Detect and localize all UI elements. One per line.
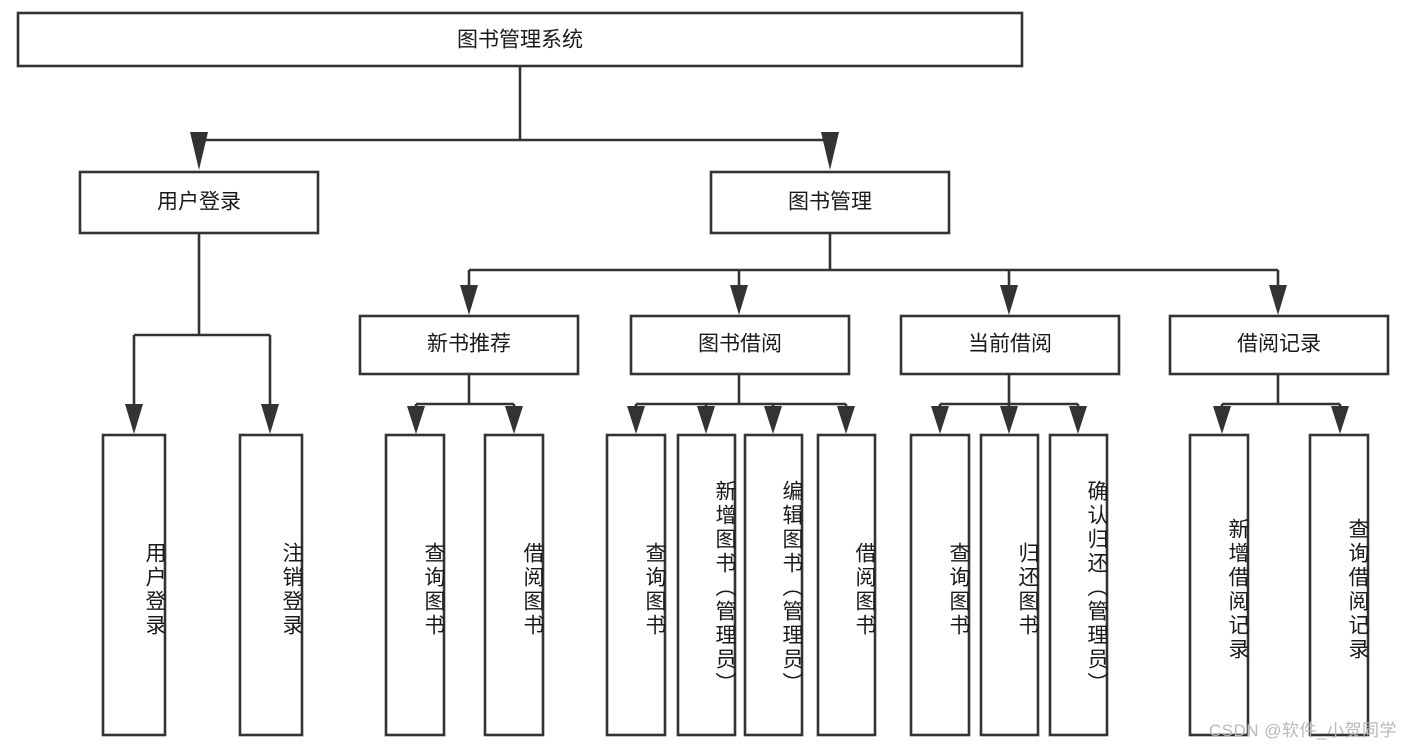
arrow-head-borrow-record bbox=[1269, 285, 1287, 315]
arrow-head-leaf-return-book bbox=[1000, 406, 1018, 434]
arrow-head-new-book-recommend bbox=[460, 285, 478, 315]
arrow-head-leaf-query-record bbox=[1331, 406, 1349, 434]
connector-group-user-login bbox=[125, 233, 279, 434]
connector-group-root bbox=[190, 66, 839, 170]
arrow-head-leaf-query-book-3 bbox=[931, 406, 949, 434]
node-label-root: 图书管理系统 bbox=[457, 29, 583, 52]
node-box-leaf-return-book[interactable] bbox=[979, 433, 1040, 737]
arrow-head-user-login bbox=[190, 132, 208, 170]
node-label-book-borrow: 图书借阅 bbox=[698, 333, 782, 356]
node-label-current-borrow: 当前借阅 bbox=[968, 333, 1052, 356]
watermark-text: CSDN @软件_小贺同学 bbox=[1208, 721, 1397, 740]
node-box-leaf-confirm-return[interactable] bbox=[1048, 433, 1109, 737]
arrow-head-book-borrow bbox=[730, 285, 748, 315]
node-box-leaf-edit-book[interactable] bbox=[743, 433, 804, 737]
node-label-new-book-recommend: 新书推荐 bbox=[427, 333, 511, 356]
connector-group-new-book-recommend bbox=[407, 374, 523, 434]
node-box-new-book-recommend[interactable] bbox=[358, 314, 580, 376]
arrow-head-leaf-add-record bbox=[1213, 406, 1231, 434]
arrow-head-leaf-edit-book bbox=[764, 406, 782, 434]
node-box-leaf-query-book-3[interactable] bbox=[909, 433, 971, 737]
node-box-leaf-add-record[interactable] bbox=[1188, 433, 1250, 737]
node-box-user-login[interactable] bbox=[78, 170, 320, 235]
arrow-head-leaf-query-book-2 bbox=[627, 406, 645, 434]
node-label-borrow-record: 借阅记录 bbox=[1237, 333, 1321, 356]
node-box-current-borrow[interactable] bbox=[899, 314, 1121, 376]
node-label-book-manage: 图书管理 bbox=[788, 191, 872, 214]
node-box-leaf-user-logout[interactable] bbox=[238, 433, 304, 737]
node-box-root[interactable] bbox=[16, 11, 1024, 68]
connector-group-book-manage bbox=[460, 233, 1287, 315]
arrow-head-leaf-borrow-book-1 bbox=[505, 406, 523, 434]
node-box-leaf-borrow-book-1[interactable] bbox=[483, 433, 545, 737]
connector-group-book-borrow bbox=[627, 374, 855, 434]
arrow-head-leaf-borrow-book-2 bbox=[837, 406, 855, 434]
connector-group-borrow-record bbox=[1213, 374, 1349, 434]
arrow-head-leaf-user-logout bbox=[261, 404, 279, 434]
node-box-book-borrow[interactable] bbox=[629, 314, 851, 376]
node-box-leaf-query-record[interactable] bbox=[1308, 433, 1370, 737]
connector-group-current-borrow bbox=[931, 374, 1087, 434]
node-box-book-manage[interactable] bbox=[709, 170, 951, 235]
node-box-leaf-query-book-1[interactable] bbox=[384, 433, 446, 737]
arrow-head-leaf-user-login bbox=[125, 404, 143, 434]
arrow-head-leaf-add-book bbox=[697, 406, 715, 434]
arrow-head-leaf-query-book-1 bbox=[407, 406, 425, 434]
node-label-user-login: 用户登录 bbox=[157, 191, 241, 214]
arrow-head-current-borrow bbox=[1000, 285, 1018, 315]
node-box-leaf-add-book[interactable] bbox=[676, 433, 737, 737]
node-box-leaf-query-book-2[interactable] bbox=[605, 433, 667, 737]
arrow-head-leaf-confirm-return bbox=[1069, 406, 1087, 434]
node-box-leaf-user-login[interactable] bbox=[101, 433, 167, 737]
node-box-borrow-record[interactable] bbox=[1168, 314, 1390, 376]
node-box-leaf-borrow-book-2[interactable] bbox=[816, 433, 877, 737]
arrow-head-book-manage bbox=[821, 132, 839, 170]
